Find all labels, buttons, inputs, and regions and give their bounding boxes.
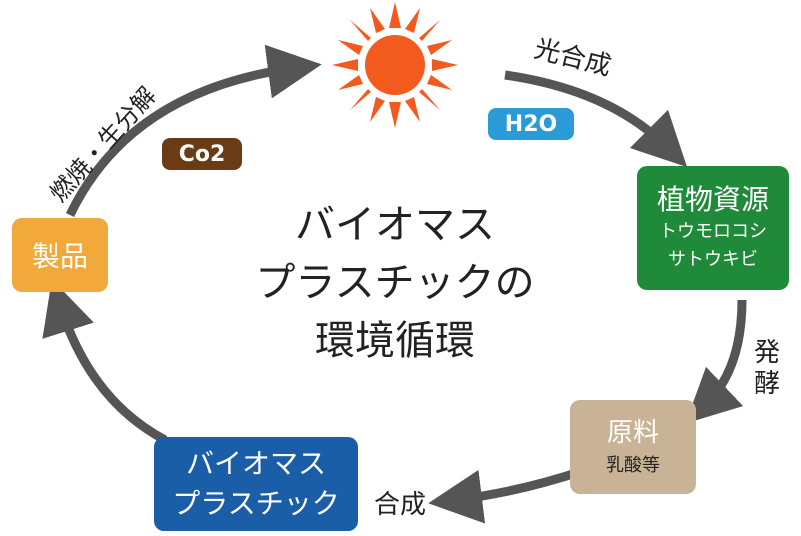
center-title-line3: 環境循環 bbox=[315, 318, 475, 364]
synthesis-label: 合成 bbox=[374, 490, 427, 520]
biomass-plastic-line2: プラスチック bbox=[172, 487, 340, 520]
plant-resources-box: 植物資源 トウモロコシ サトウキビ bbox=[637, 166, 789, 290]
plant-resources-sub1: トウモロコシ bbox=[659, 221, 767, 242]
arrow-synthesis bbox=[428, 465, 587, 524]
fermentation-label-1: 発 bbox=[753, 338, 780, 368]
plant-resources-sub2: サトウキビ bbox=[668, 249, 758, 270]
plant-resources-title: 植物資源 bbox=[656, 183, 769, 216]
arrow-fermentation bbox=[685, 299, 747, 424]
arrow-combustion bbox=[65, 44, 322, 217]
center-title: バイオマス プラスチックの 環境循環 bbox=[230, 196, 560, 370]
arrow-product bbox=[42, 279, 168, 444]
h2o-badge: H2O bbox=[488, 108, 574, 140]
biomass-plastic-box: バイオマス プラスチック bbox=[154, 437, 358, 531]
product-title: 製品 bbox=[31, 240, 88, 273]
center-title-line2: プラスチックの bbox=[255, 260, 535, 306]
fermentation-label-2: 酵 bbox=[753, 369, 780, 400]
sun-icon bbox=[332, 2, 458, 128]
raw-material-sub: 乳酸等 bbox=[606, 455, 660, 476]
raw-material-title: 原料 bbox=[606, 418, 659, 448]
product-box: 製品 bbox=[12, 218, 108, 292]
arrow-photosynthesis bbox=[504, 70, 688, 168]
fermentation-label: 発 酵 bbox=[752, 338, 782, 400]
biomass-plastic-line1: バイオマス bbox=[185, 447, 326, 480]
raw-material-box: 原料 乳酸等 bbox=[570, 400, 696, 494]
center-title-line1: バイオマス bbox=[295, 202, 495, 248]
co2-badge: Co2 bbox=[162, 138, 242, 170]
